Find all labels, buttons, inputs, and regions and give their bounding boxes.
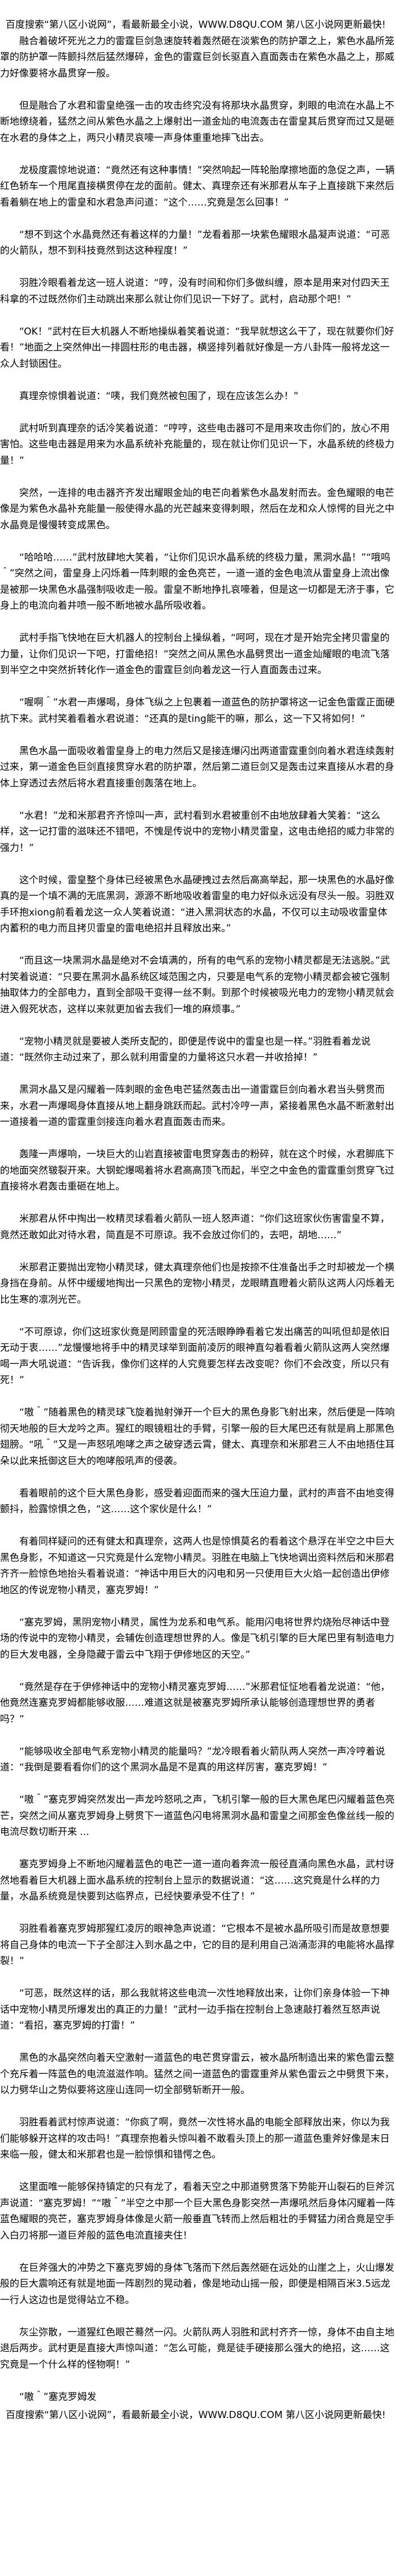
chapter-paragraph: 羽胜看着塞克罗姆那猩红凌厉的眼神急声说道：“它根本不是被水晶所吸引而是故意想要将… — [0, 1923, 394, 1967]
chapter-paragraph: 融合着破坏死光之力的雷霆巨剑急速旋转着轰然砸在淡紫色的防护罩之上，紫色水晶所笼罩… — [0, 35, 394, 79]
chapter-paragraph: “嗷＾”随着黑色的精灵球飞旋着抛射弹开一个巨大的黑色身影飞射出来，然后便是一阵响… — [0, 1407, 395, 1467]
chapter-paragraph: 羽胜看着武村惊声说道：“你疯了啊，竟然一次性将水晶的电能全部释放出来，你以为我们… — [0, 2117, 390, 2160]
novel-page: 百度搜索“第八区小说网”，看最新最全小说，WWW.D8QU.COM 第八区小说网… — [0, 19, 396, 2421]
chapter-paragraph: 米那君正要抛出宠物小精灵球，健太真理奈他们也是按捺不住准备出手之时却被龙一个横身… — [0, 1261, 394, 1306]
site-banner-bottom: 百度搜索“第八区小说网”，看最新最全小说，WWW.D8QU.COM 第八区小说网… — [6, 2410, 386, 2421]
chapter-paragraph: 看着眼前的这个巨大黑色身影，感受着迎面而来的强大压迫力量，武村的声音不由地变得颤… — [0, 1487, 394, 1516]
chapter-paragraph: “宠物小精灵就是要被人类所支配的，即便是传说中的雷皇也是一样。”羽胜看着龙说道：… — [0, 1035, 371, 1064]
chapter-paragraph: “塞克罗姆，黑阴宠物小精灵，属性为龙系和电气系。能用闪电将世界灼烧殆尽神话中登场… — [0, 1616, 394, 1661]
chapter-paragraph: 黑色的水晶突然向着天空激射一道蓝色的电芒贯穿雷云，被水晶所制造出来的紫色雷云整个… — [0, 2052, 394, 2096]
chapter-paragraph: 轰隆一声爆响，一块巨大的山岩直接被雷电贯穿轰击的粉碎，就在这个时候，水君脚底下的… — [0, 1149, 394, 1192]
chapter-paragraph: 在巨斧强大的冲势之下塞克罗姆的身体飞落而下然后轰然砸在远处的山崖之上，火山爆发般… — [0, 2262, 394, 2306]
chapter-paragraph: “想不到这个水晶竟然还有着这样的力量！”龙看着那一块紫色耀眼水晶凝声说道：“可恶… — [0, 229, 390, 257]
chapter-paragraph: “可恶，既然这样的话，那么我就将这些电流一次性地释放出来，让你们亲身体验一下神话… — [0, 1988, 390, 2031]
chapter-paragraph: “不可原谅，你们这班家伙竟是罔顾雷皇的死活眼睁睁看着它发出痛苦的叫吼但却是依旧无… — [0, 1326, 390, 1387]
chapter-paragraph: 羽胜冷眼看着龙这一班人说道：“哼，没有时间和你们多做纠缠，原本是用来对付四天王科… — [0, 277, 390, 305]
site-banner-top: 百度搜索“第八区小说网”，看最新最全小说，WWW.D8QU.COM 第八区小说网… — [6, 19, 386, 31]
chapter-paragraph: “水君！”龙和米那君齐齐惊叫一声，武村看到水君被重创不由地放肆着大笑着：“这么样… — [0, 810, 394, 854]
chapter-paragraph: 黑洞水晶又是闪耀着一阵刺眼的金色电芒猛然轰击出一道雷霆巨剑向着水君当头劈贯而来，… — [0, 1084, 394, 1128]
chapter-paragraph: 武村手指飞快地在巨大机器人的控制台上操纵着，“呵呵，现在才是开始完全拷贝雷皇的力… — [0, 632, 390, 676]
chapter-paragraph: “嗷＾”塞克罗姆突然发出一声龙吟怒吼之声，飞机引擎一般的巨大黑色尾巴闪耀着蓝色亮… — [0, 1794, 395, 1838]
chapter-paragraph: 武村听到真理奈的话冷笑着说道：“哼哼，这些电击器可不是用来攻击你们的，放心不用害… — [0, 422, 394, 467]
chapter-paragraph: 有着同样疑问的还有健太和真理奈，这两人也是惊惧莫名的看着这个悬浮在半空之中巨大黑… — [0, 1536, 394, 1596]
chapter-paragraph: “哈哈哈……”武村放肆地大笑着，“让你们见识水晶系统的终极力量，黑洞水晶！”“哦… — [0, 551, 394, 612]
chapter-paragraph: 黑色水晶一面吸收着雷皇身上的电力然后又是接连爆闪出两道雷霆重剑向着水君连续轰射过… — [0, 745, 394, 789]
chapter-paragraph: 米那君从怀中掏出一枚精灵球看着火箭队一班人怒声道：“你们这班家伙伤害雷皇不算，竟… — [0, 1213, 390, 1241]
chapter-paragraph: 但是融合了水君和雷皇绝强一击的攻击终究没有将那块水晶贯穿，刺眼的电流在水晶上不断… — [0, 100, 394, 144]
chapter-paragraph: “竟然是存在于伊修神话中的宠物小精灵塞克罗姆……”米那君怔怔地看着龙说道：“他，… — [0, 1681, 390, 1725]
chapter-paragraph: “喔啊＾”水君一声爆喝，身体飞纵之上包裹着一道蓝色的防护罩将这一记金色雷霆正面硬… — [0, 697, 395, 725]
chapter-paragraph: 灰尘弥散，一道猩红色眼芒蓦然一闪。火箭队两人羽胜和武村齐齐一惊，身体不由自主地退… — [0, 2326, 394, 2370]
chapter-content: 融合着破坏死光之力的雷霆巨剑急速旋转着轰然砸在淡紫色的防护罩之上，紫色水晶所笼罩… — [0, 33, 396, 2406]
chapter-paragraph: “而且这一块黑洞水晶是绝对不会填满的，所有的电气系的宠物小精灵都是无法逃脱。”武… — [0, 955, 394, 1015]
chapter-paragraph: 突然，一连排的电击器齐齐发出耀眼金灿的电芒向着紫色水晶发射而去。金色耀眼的电芒像… — [0, 487, 394, 531]
chapter-paragraph: “OK！”武村在巨大机器人不断地操纵着笑着说道：“我早就想这么干了，现在就要你们… — [0, 326, 394, 370]
chapter-paragraph: 真理奈惊惧着说道：“咦，我们竟然被包围了，现在应该怎么办！” — [19, 390, 299, 402]
chapter-paragraph: 这个时候，雷皇整个身体已经被黑色水晶硬拽过去然后高高举起，那一块黑色的水晶好像真… — [0, 874, 394, 935]
chapter-paragraph: 这里面唯一能够保持镇定的只有龙了，看着天空之中那道劈贯落下势能开山裂石的巨斧沉声… — [0, 2181, 395, 2241]
chapter-paragraph: “能够吸收全部电气系宠物小精灵的能量吗？”龙冷眼看着火箭队两人突然一声冷哼着说道… — [0, 1745, 385, 1774]
chapter-paragraph: 龙极度震惊地说道：“竟然还有这种事情！”突然响起一阵轮胎摩擦地面的急促之声，一辆… — [0, 164, 395, 208]
chapter-paragraph: 塞克罗姆身上不断地闪耀着蓝色的电芒一道一道向着奔流一般径直涌向黑色水晶，武村讶然… — [0, 1859, 394, 1902]
chapter-paragraph: “嗷＾”塞克罗姆发 — [19, 2391, 97, 2403]
